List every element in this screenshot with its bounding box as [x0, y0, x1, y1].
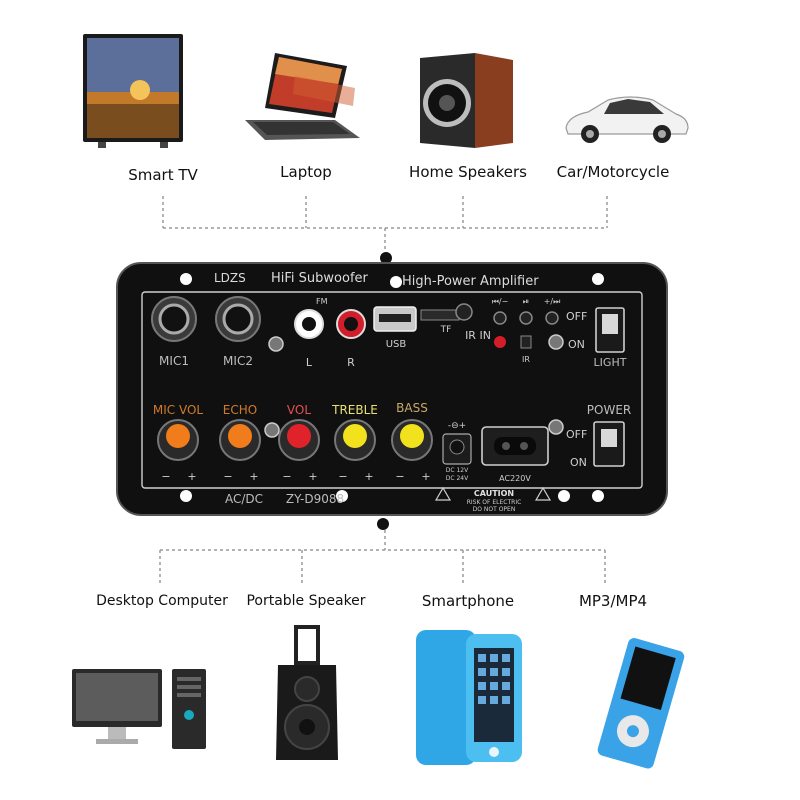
rca-r-label: R [347, 356, 355, 369]
knob-plus-treble: + [364, 470, 373, 483]
ir-in-label: IR IN [465, 329, 491, 342]
knob-label-echo: ECHO [223, 403, 257, 417]
knob-treble [334, 419, 376, 461]
dc-line-2: DC 24V [446, 475, 469, 482]
desktop-computer-icon [72, 669, 206, 749]
power-on-label: ON [570, 456, 587, 469]
knob-vol [278, 419, 320, 461]
board-title-left: HiFi Subwoofer [271, 271, 369, 286]
board-fm-label: FM [316, 297, 328, 306]
rca-l-label: L [306, 356, 313, 369]
caution-title: CAUTION [474, 489, 514, 498]
power-label: POWER [587, 403, 631, 417]
device-label-home-speakers: Home Speakers [409, 163, 527, 181]
knob-label-bass: BASS [396, 401, 428, 415]
knob-bass [391, 419, 433, 461]
knob-label-mic-vol: MIC VOL [153, 403, 204, 417]
device-label-portable-speaker: Portable Speaker [246, 593, 366, 609]
board-brand: LDZS [214, 271, 246, 285]
ir-label: IR [522, 355, 530, 364]
portable-speaker-icon [276, 625, 338, 760]
knob-minus-treble: − [338, 470, 347, 483]
home-speakers-icon [420, 53, 513, 148]
device-label-smartphone: Smartphone [421, 592, 515, 610]
dc-line-1: DC 12V [446, 467, 469, 474]
mp3-player-icon [597, 638, 685, 769]
tf-label: TF [440, 325, 452, 335]
knob-plus-mic-vol: + [187, 470, 196, 483]
prev-label: ⏮/− [492, 297, 509, 306]
ac-label: AC220V [499, 474, 531, 483]
model-right-label: ZY-D9088 [286, 492, 344, 506]
light-on-label: ON [568, 338, 585, 351]
knob-plus-bass: + [421, 470, 430, 483]
knob-minus-vol: − [282, 470, 291, 483]
device-label-laptop: Laptop [280, 163, 332, 181]
dc-in-label: -⊖+ [448, 421, 466, 431]
knob-minus-mic-vol: − [161, 470, 170, 483]
model-left-label: AC/DC [225, 492, 263, 506]
device-label-smart-tv: Smart TV [128, 166, 198, 184]
amplifier-board: LDZS HiFi Subwoofer High-Power Amplifier… [116, 262, 668, 516]
play-label: ⏯ [523, 297, 529, 306]
knob-plus-vol: + [308, 470, 317, 483]
light-label: LIGHT [594, 356, 627, 369]
power-off-label: OFF [566, 428, 587, 441]
device-label-car-motorcycle: Car/Motorcycle [556, 163, 670, 181]
mic2-label: MIC2 [223, 354, 253, 368]
car-icon [565, 96, 689, 143]
next-label: +/⏭ [544, 297, 561, 306]
laptop-icon [245, 53, 360, 140]
device-label-mp3-mp4: MP3/MP4 [578, 592, 648, 610]
knob-minus-bass: − [395, 470, 404, 483]
knob-label-treble: TREBLE [331, 403, 378, 417]
caution-line-2: DO NOT OPEN [473, 506, 516, 513]
device-label-desktop-computer: Desktop Computer [96, 593, 228, 609]
light-off-label: OFF [566, 310, 587, 323]
knob-label-vol: VOL [287, 403, 311, 417]
smart-tv-icon [83, 34, 183, 148]
caution-line-1: RISK OF ELECTRIC [467, 499, 522, 506]
smartphone-icon [416, 630, 522, 765]
knob-plus-echo: + [249, 470, 258, 483]
board-title-right: High-Power Amplifier [402, 274, 539, 289]
knob-minus-echo: − [223, 470, 232, 483]
usb-label: USB [386, 339, 407, 350]
mic1-label: MIC1 [159, 354, 189, 368]
knob-mic-vol [157, 419, 199, 461]
knob-echo [219, 419, 261, 461]
